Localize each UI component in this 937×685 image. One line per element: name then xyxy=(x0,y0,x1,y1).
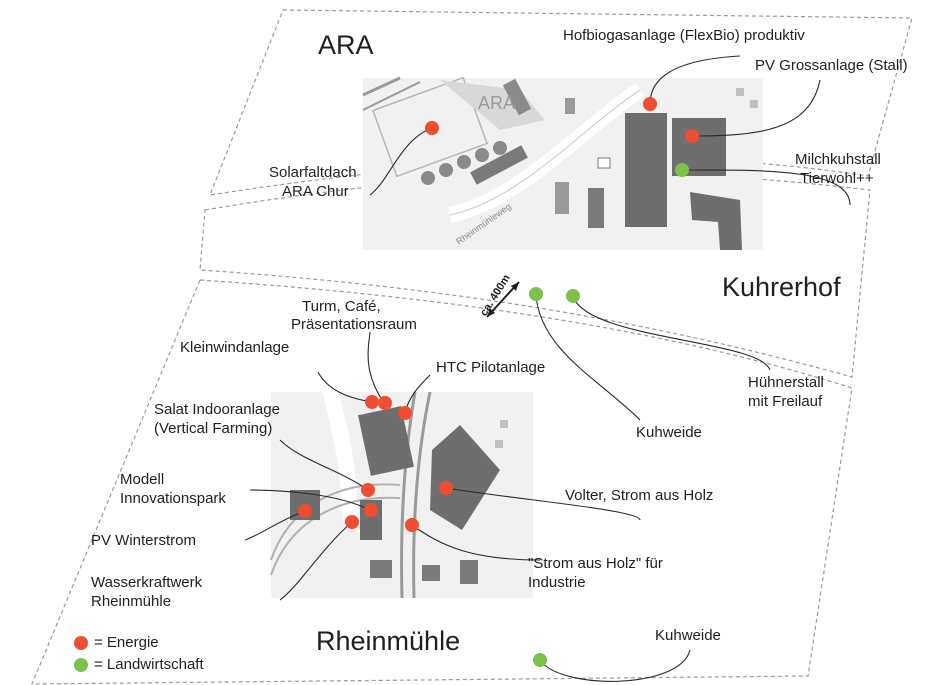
rheinmuehle-region-outline xyxy=(31,279,853,685)
legend-energy-label: = Energie xyxy=(94,634,159,651)
region-title-rheinmuehle: Rheinmühle xyxy=(316,626,461,656)
poi-pv-winter[interactable] xyxy=(298,504,312,518)
poi-dots xyxy=(298,97,699,667)
label-kuhweide-mid: Kuhweide xyxy=(636,424,702,441)
label-wasser-2: Rheinmühle xyxy=(91,593,172,610)
agriculture-dot-icon xyxy=(74,657,88,672)
poi-turm[interactable] xyxy=(378,396,392,410)
label-strom-2: Industrie xyxy=(528,574,586,591)
legend-agriculture: = Landwirtschaft xyxy=(74,656,204,673)
energy-dot-icon xyxy=(74,635,88,650)
poi-hofbiogas[interactable] xyxy=(643,97,657,111)
legend-agri-label: = Landwirtschaft xyxy=(94,656,204,673)
poi-solarfaltdach[interactable] xyxy=(425,121,439,135)
poi-salat[interactable] xyxy=(361,483,375,497)
legend-energy: = Energie xyxy=(74,634,159,651)
label-turm-1: Turm, Café, xyxy=(302,298,381,315)
poi-modell[interactable] xyxy=(364,503,378,517)
label-strom-1: "Strom aus Holz" für xyxy=(528,555,663,572)
poi-pv-gross[interactable] xyxy=(685,129,699,143)
leader-lines xyxy=(244,55,851,682)
label-pv-winter: PV Winterstrom xyxy=(91,532,197,549)
label-salat-1: Salat Indooranlage xyxy=(154,401,280,418)
label-pv-gross: PV Grossanlage (Stall) xyxy=(755,57,908,74)
region-title-kuhrerhof: Kuhrerhof xyxy=(722,272,841,302)
label-huehner-1: Hühnerstall xyxy=(748,374,824,391)
label-solarfalt-2: ARA Chur xyxy=(282,183,349,200)
poi-volter[interactable] xyxy=(439,481,453,495)
ara-map-tile xyxy=(362,76,763,250)
poi-kleinwind[interactable] xyxy=(365,395,379,409)
poi-strom-aus-holz[interactable] xyxy=(405,518,419,532)
label-milchkuh-1: Milchkuhstall xyxy=(795,151,881,168)
ara-map-label: ARA xyxy=(478,93,516,113)
poi-htc[interactable] xyxy=(398,406,412,420)
region-title-ara: ARA xyxy=(318,30,374,60)
label-turm-2: Präsentationsraum xyxy=(291,316,417,333)
label-milchkuh-2: Tierwohl++ xyxy=(800,170,874,187)
distance-arrow xyxy=(486,281,520,318)
poi-wasserkraft[interactable] xyxy=(345,515,359,529)
label-kuhweide-bottom: Kuhweide xyxy=(655,627,721,644)
label-huehner-2: mit Freilauf xyxy=(748,393,823,410)
label-hofbiogas: Hofbiogasanlage (FlexBio) produktiv xyxy=(563,27,805,44)
label-salat-2: (Vertical Farming) xyxy=(154,420,273,437)
label-wasser-1: Wasserkraftwerk xyxy=(91,574,203,591)
poi-milchkuhstall[interactable] xyxy=(675,163,689,177)
poi-kuhweide-bottom[interactable] xyxy=(533,653,547,667)
label-volter: Volter, Strom aus Holz xyxy=(565,487,714,504)
label-htc: HTC Pilotanlage xyxy=(436,359,546,376)
label-kleinwind: Kleinwindanlage xyxy=(180,339,290,356)
label-modell-2: Innovationspark xyxy=(120,490,226,507)
poi-huehnerstall[interactable] xyxy=(566,289,580,303)
label-modell-1: Modell xyxy=(120,471,165,488)
label-solarfalt-1: Solarfaltdach xyxy=(269,164,357,181)
poi-kuhweide-mid[interactable] xyxy=(529,287,543,301)
